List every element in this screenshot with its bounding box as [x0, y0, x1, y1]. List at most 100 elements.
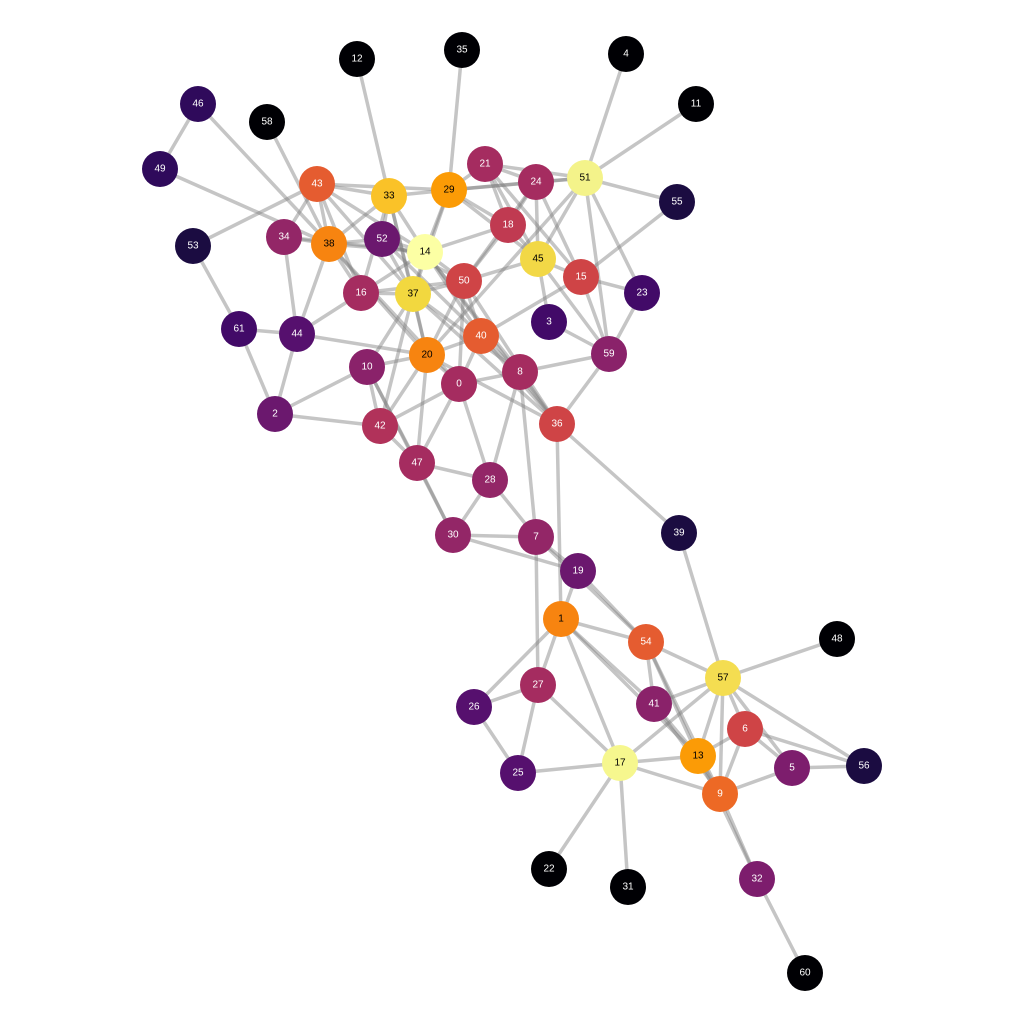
- node-61[interactable]: 61: [221, 311, 257, 347]
- node-circle[interactable]: [636, 686, 672, 722]
- node-circle[interactable]: [364, 221, 400, 257]
- node-6[interactable]: 6: [727, 711, 763, 747]
- node-51[interactable]: 51: [567, 160, 603, 196]
- node-circle[interactable]: [520, 667, 556, 703]
- node-circle[interactable]: [727, 711, 763, 747]
- node-circle[interactable]: [624, 275, 660, 311]
- node-circle[interactable]: [180, 86, 216, 122]
- node-47[interactable]: 47: [399, 445, 435, 481]
- node-12[interactable]: 12: [339, 41, 375, 77]
- node-circle[interactable]: [520, 241, 556, 277]
- node-circle[interactable]: [431, 172, 467, 208]
- node-circle[interactable]: [518, 164, 554, 200]
- node-circle[interactable]: [659, 184, 695, 220]
- node-38[interactable]: 38: [311, 226, 347, 262]
- node-26[interactable]: 26: [456, 689, 492, 725]
- node-circle[interactable]: [142, 151, 178, 187]
- node-11[interactable]: 11: [678, 86, 714, 122]
- node-circle[interactable]: [661, 515, 697, 551]
- node-circle[interactable]: [846, 748, 882, 784]
- node-33[interactable]: 33: [371, 178, 407, 214]
- node-circle[interactable]: [339, 41, 375, 77]
- node-13[interactable]: 13: [680, 738, 716, 774]
- node-59[interactable]: 59: [591, 336, 627, 372]
- node-45[interactable]: 45: [520, 241, 556, 277]
- node-28[interactable]: 28: [472, 462, 508, 498]
- node-circle[interactable]: [456, 689, 492, 725]
- node-circle[interactable]: [444, 32, 480, 68]
- node-circle[interactable]: [591, 336, 627, 372]
- node-30[interactable]: 30: [435, 517, 471, 553]
- node-44[interactable]: 44: [279, 316, 315, 352]
- node-circle[interactable]: [610, 869, 646, 905]
- node-55[interactable]: 55: [659, 184, 695, 220]
- node-circle[interactable]: [343, 275, 379, 311]
- node-4[interactable]: 4: [608, 36, 644, 72]
- node-29[interactable]: 29: [431, 172, 467, 208]
- node-27[interactable]: 27: [520, 667, 556, 703]
- node-41[interactable]: 41: [636, 686, 672, 722]
- node-circle[interactable]: [371, 178, 407, 214]
- node-circle[interactable]: [441, 366, 477, 402]
- node-0[interactable]: 0: [441, 366, 477, 402]
- node-25[interactable]: 25: [500, 755, 536, 791]
- node-circle[interactable]: [560, 553, 596, 589]
- node-23[interactable]: 23: [624, 275, 660, 311]
- node-3[interactable]: 3: [531, 304, 567, 340]
- node-10[interactable]: 10: [349, 349, 385, 385]
- node-circle[interactable]: [787, 955, 823, 991]
- node-21[interactable]: 21: [467, 146, 503, 182]
- node-circle[interactable]: [602, 745, 638, 781]
- node-circle[interactable]: [567, 160, 603, 196]
- node-circle[interactable]: [467, 146, 503, 182]
- node-circle[interactable]: [518, 519, 554, 555]
- node-circle[interactable]: [175, 228, 211, 264]
- node-circle[interactable]: [409, 337, 445, 373]
- node-circle[interactable]: [395, 276, 431, 312]
- node-circle[interactable]: [435, 517, 471, 553]
- node-18[interactable]: 18: [490, 207, 526, 243]
- node-circle[interactable]: [311, 226, 347, 262]
- node-circle[interactable]: [279, 316, 315, 352]
- node-circle[interactable]: [531, 304, 567, 340]
- node-circle[interactable]: [705, 660, 741, 696]
- node-7[interactable]: 7: [518, 519, 554, 555]
- node-circle[interactable]: [266, 219, 302, 255]
- node-9[interactable]: 9: [702, 776, 738, 812]
- node-circle[interactable]: [502, 354, 538, 390]
- node-circle[interactable]: [543, 601, 579, 637]
- node-22[interactable]: 22: [531, 851, 567, 887]
- node-circle[interactable]: [446, 263, 482, 299]
- node-circle[interactable]: [680, 738, 716, 774]
- node-8[interactable]: 8: [502, 354, 538, 390]
- node-circle[interactable]: [702, 776, 738, 812]
- node-circle[interactable]: [463, 318, 499, 354]
- node-54[interactable]: 54: [628, 624, 664, 660]
- node-24[interactable]: 24: [518, 164, 554, 200]
- node-56[interactable]: 56: [846, 748, 882, 784]
- node-circle[interactable]: [362, 408, 398, 444]
- node-circle[interactable]: [739, 861, 775, 897]
- node-20[interactable]: 20: [409, 337, 445, 373]
- node-circle[interactable]: [407, 234, 443, 270]
- node-46[interactable]: 46: [180, 86, 216, 122]
- node-circle[interactable]: [628, 624, 664, 660]
- node-43[interactable]: 43: [299, 166, 335, 202]
- node-circle[interactable]: [349, 349, 385, 385]
- node-49[interactable]: 49: [142, 151, 178, 187]
- node-39[interactable]: 39: [661, 515, 697, 551]
- node-35[interactable]: 35: [444, 32, 480, 68]
- node-16[interactable]: 16: [343, 275, 379, 311]
- node-circle[interactable]: [490, 207, 526, 243]
- node-circle[interactable]: [539, 406, 575, 442]
- node-17[interactable]: 17: [602, 745, 638, 781]
- node-circle[interactable]: [249, 104, 285, 140]
- node-34[interactable]: 34: [266, 219, 302, 255]
- node-circle[interactable]: [563, 259, 599, 295]
- node-2[interactable]: 2: [257, 396, 293, 432]
- node-60[interactable]: 60: [787, 955, 823, 991]
- node-circle[interactable]: [500, 755, 536, 791]
- node-1[interactable]: 1: [543, 601, 579, 637]
- node-circle[interactable]: [819, 621, 855, 657]
- node-circle[interactable]: [531, 851, 567, 887]
